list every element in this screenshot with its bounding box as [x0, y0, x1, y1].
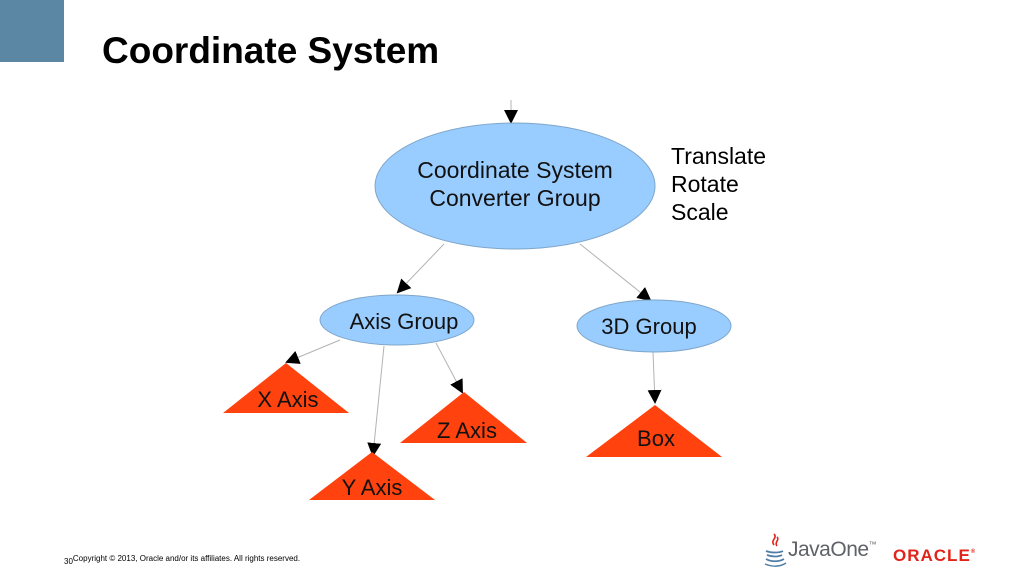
edge-root-axis-group — [396, 243, 445, 294]
slide-title: Coordinate System — [102, 30, 440, 71]
java-cup-icon — [764, 533, 787, 567]
node-axis-group-label: Axis Group — [350, 309, 459, 334]
corner-accent-block — [0, 0, 64, 62]
edge-3d-group-box — [647, 351, 662, 404]
oracle-trademark: ® — [970, 549, 977, 555]
transform-notes: Translate Rotate Scale — [671, 142, 766, 226]
oracle-logo: ORACLE® — [893, 546, 976, 566]
node-box-label: Box — [637, 426, 675, 451]
copyright-text: Copyright © 2013, Oracle and/or its affi… — [72, 554, 301, 563]
javaone-logo: JavaOne™ — [762, 530, 877, 570]
page-number: 30 — [64, 557, 73, 566]
javaone-wordmark: JavaOne — [788, 538, 869, 561]
node-x-axis-label: X Axis — [257, 387, 318, 412]
node-3d-group-label: 3D Group — [601, 314, 696, 339]
transform-note-scale: Scale — [671, 199, 729, 225]
node-axis-group: Axis Group — [319, 294, 475, 346]
edge-axis-group-z-axis — [435, 342, 463, 394]
node-z-axis-label: Z Axis — [437, 418, 497, 443]
transform-note-rotate: Rotate — [671, 171, 739, 197]
node-y-axis-label: Y Axis — [342, 475, 403, 500]
edge-axis-group-y-axis — [367, 345, 385, 457]
node-z-axis: Z Axis — [400, 392, 527, 443]
oracle-wordmark: ORACLE — [893, 546, 971, 565]
node-coordinate-system-converter-group: Coordinate System Converter Group — [374, 122, 656, 250]
node-y-axis: Y Axis — [309, 452, 435, 500]
edge-root-3d-group — [579, 243, 652, 302]
node-3d-group: 3D Group — [576, 299, 732, 353]
edge-axis-group-x-axis — [285, 339, 341, 364]
javaone-trademark: ™ — [868, 540, 877, 549]
footer: 30Copyright © 2013, Oracle and/or its af… — [64, 554, 300, 566]
node-root-label-line2: Converter Group — [429, 185, 600, 211]
transform-note-translate: Translate — [671, 143, 767, 169]
node-x-axis: X Axis — [223, 363, 349, 413]
node-root-label-line1: Coordinate System — [417, 157, 613, 183]
node-box: Box — [586, 405, 722, 457]
